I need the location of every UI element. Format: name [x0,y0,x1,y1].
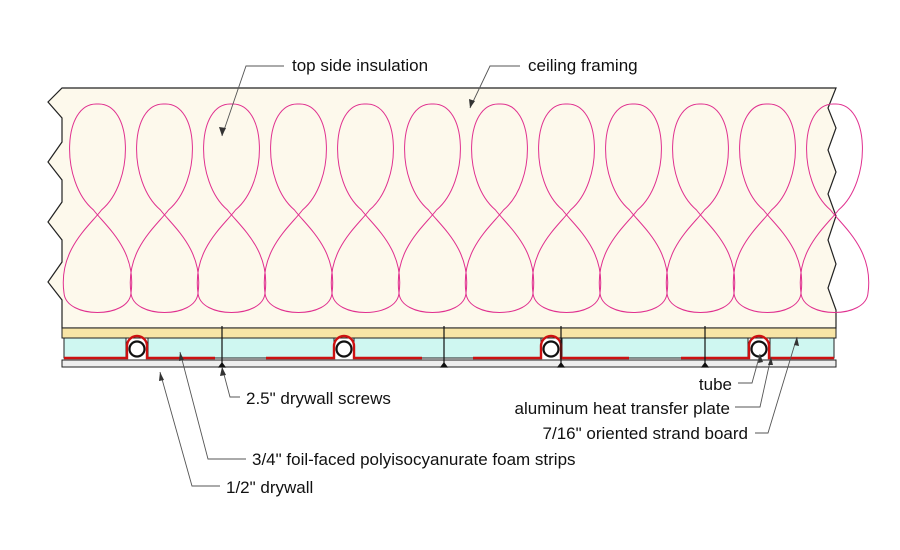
aluminum-plate [681,334,834,360]
drywall-screw-head [439,362,449,368]
drywall-screw-head [556,362,566,368]
insulation-batt-loop [397,103,468,313]
foam-strip [353,337,542,359]
insulation-batt-loop [531,103,602,313]
insulation-batt-loop [129,103,200,313]
tube [335,340,353,358]
label-aluminum-plate: aluminum heat transfer plate [515,399,730,418]
insulation-batt-loop [196,103,267,313]
label-tube: tube [699,375,732,394]
leader-foam [179,351,246,460]
drywall-layer [61,359,837,368]
label-ceiling-framing: ceiling framing [528,56,638,75]
tube [750,340,768,358]
insulation-batts [62,103,870,313]
foam-strip [769,337,835,359]
leader-arrowheads [159,99,799,381]
insulation-batt-loop [598,103,669,313]
insulation-batt-loop [330,103,401,313]
tube [542,340,560,358]
label-drywall-screws: 2.5" drywall screws [246,389,391,408]
leader-screws [221,366,240,398]
drywall-screw-head [700,362,710,368]
label-top-side-insulation: top side insulation [292,56,428,75]
leader-lines [159,65,798,487]
foam-strip [561,337,749,359]
aluminum-plate [266,334,422,360]
insulation-batt-loop [732,103,803,313]
osb-layer [61,327,837,339]
foam-strips [63,337,835,359]
insulation-block [47,87,837,329]
insulation-batt-loop [799,103,870,313]
insulation-batt-loop [665,103,736,313]
leader-drywall [159,371,220,487]
leader-aluminum-plate [735,356,772,408]
insulation-batt-loop [263,103,334,313]
leader-top-insulation [221,65,284,137]
label-osb: 7/16" oriented strand board [543,424,748,443]
foam-strip [147,337,335,359]
tubes [128,340,768,358]
tube [128,340,146,358]
foam-strip [63,337,127,359]
insulation-batt-loop [464,103,535,313]
insulation-batt-loop [62,103,133,313]
leader-ceiling-framing [469,65,520,109]
leader-osb [755,336,798,434]
label-foam-strips: 3/4" foil-faced polyisocyanurate foam st… [252,450,576,469]
leader-tube [738,353,761,384]
aluminum-plate [64,334,215,360]
label-drywall: 1/2" drywall [226,478,313,497]
